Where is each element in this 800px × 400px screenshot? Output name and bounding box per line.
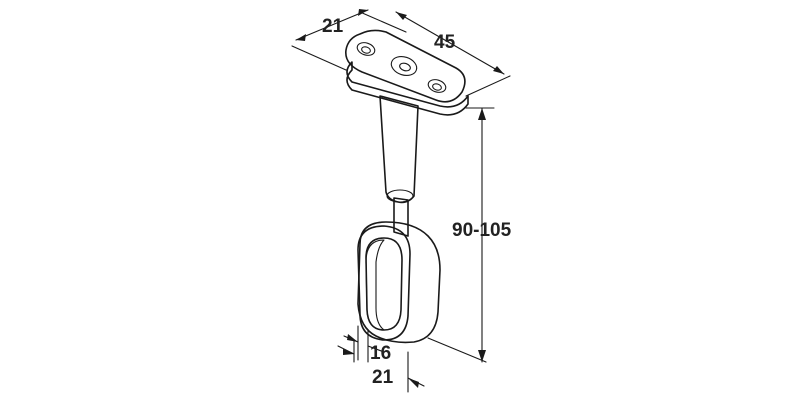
label-overall-height: 90-105 bbox=[452, 220, 512, 241]
label-outer-width: 21 bbox=[372, 367, 394, 388]
mounting-hole-center bbox=[390, 55, 418, 77]
label-plate-width: 21 bbox=[322, 16, 344, 37]
dimension-outer-width: 21 bbox=[337, 339, 425, 393]
dimension-overall-height: 90-105 bbox=[427, 107, 512, 363]
support-stem bbox=[379, 95, 419, 237]
dimension-plate-length: 45 bbox=[395, 11, 511, 97]
mounting-hole-right bbox=[427, 79, 447, 93]
mounting-plate bbox=[345, 29, 469, 116]
label-inner-width: 16 bbox=[370, 343, 391, 364]
dimension-inner-width: 16 bbox=[343, 325, 391, 364]
mounting-hole-left bbox=[356, 42, 376, 56]
oval-rail-holder bbox=[357, 221, 441, 344]
dimension-plate-width: 21 bbox=[291, 9, 407, 71]
label-plate-length: 45 bbox=[434, 32, 456, 53]
